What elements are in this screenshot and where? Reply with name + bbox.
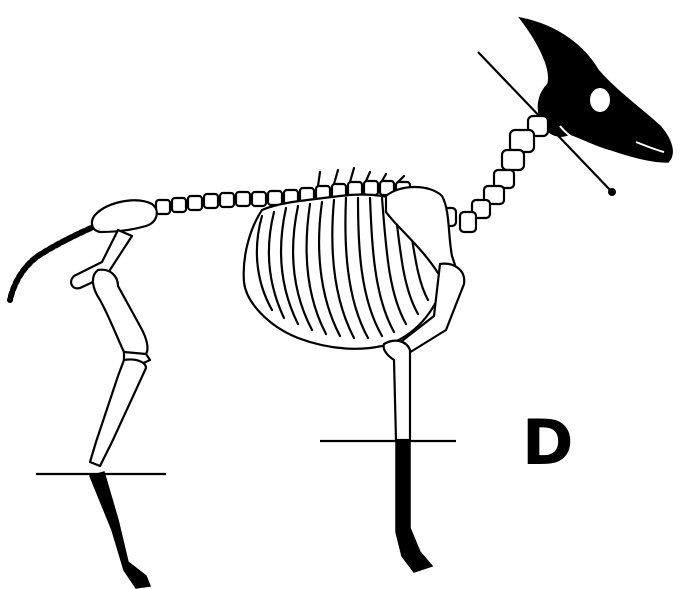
cervical-vertebrae (460, 116, 548, 232)
hind-leg (90, 270, 150, 588)
panel-label: D (522, 412, 573, 474)
skull (520, 18, 672, 162)
